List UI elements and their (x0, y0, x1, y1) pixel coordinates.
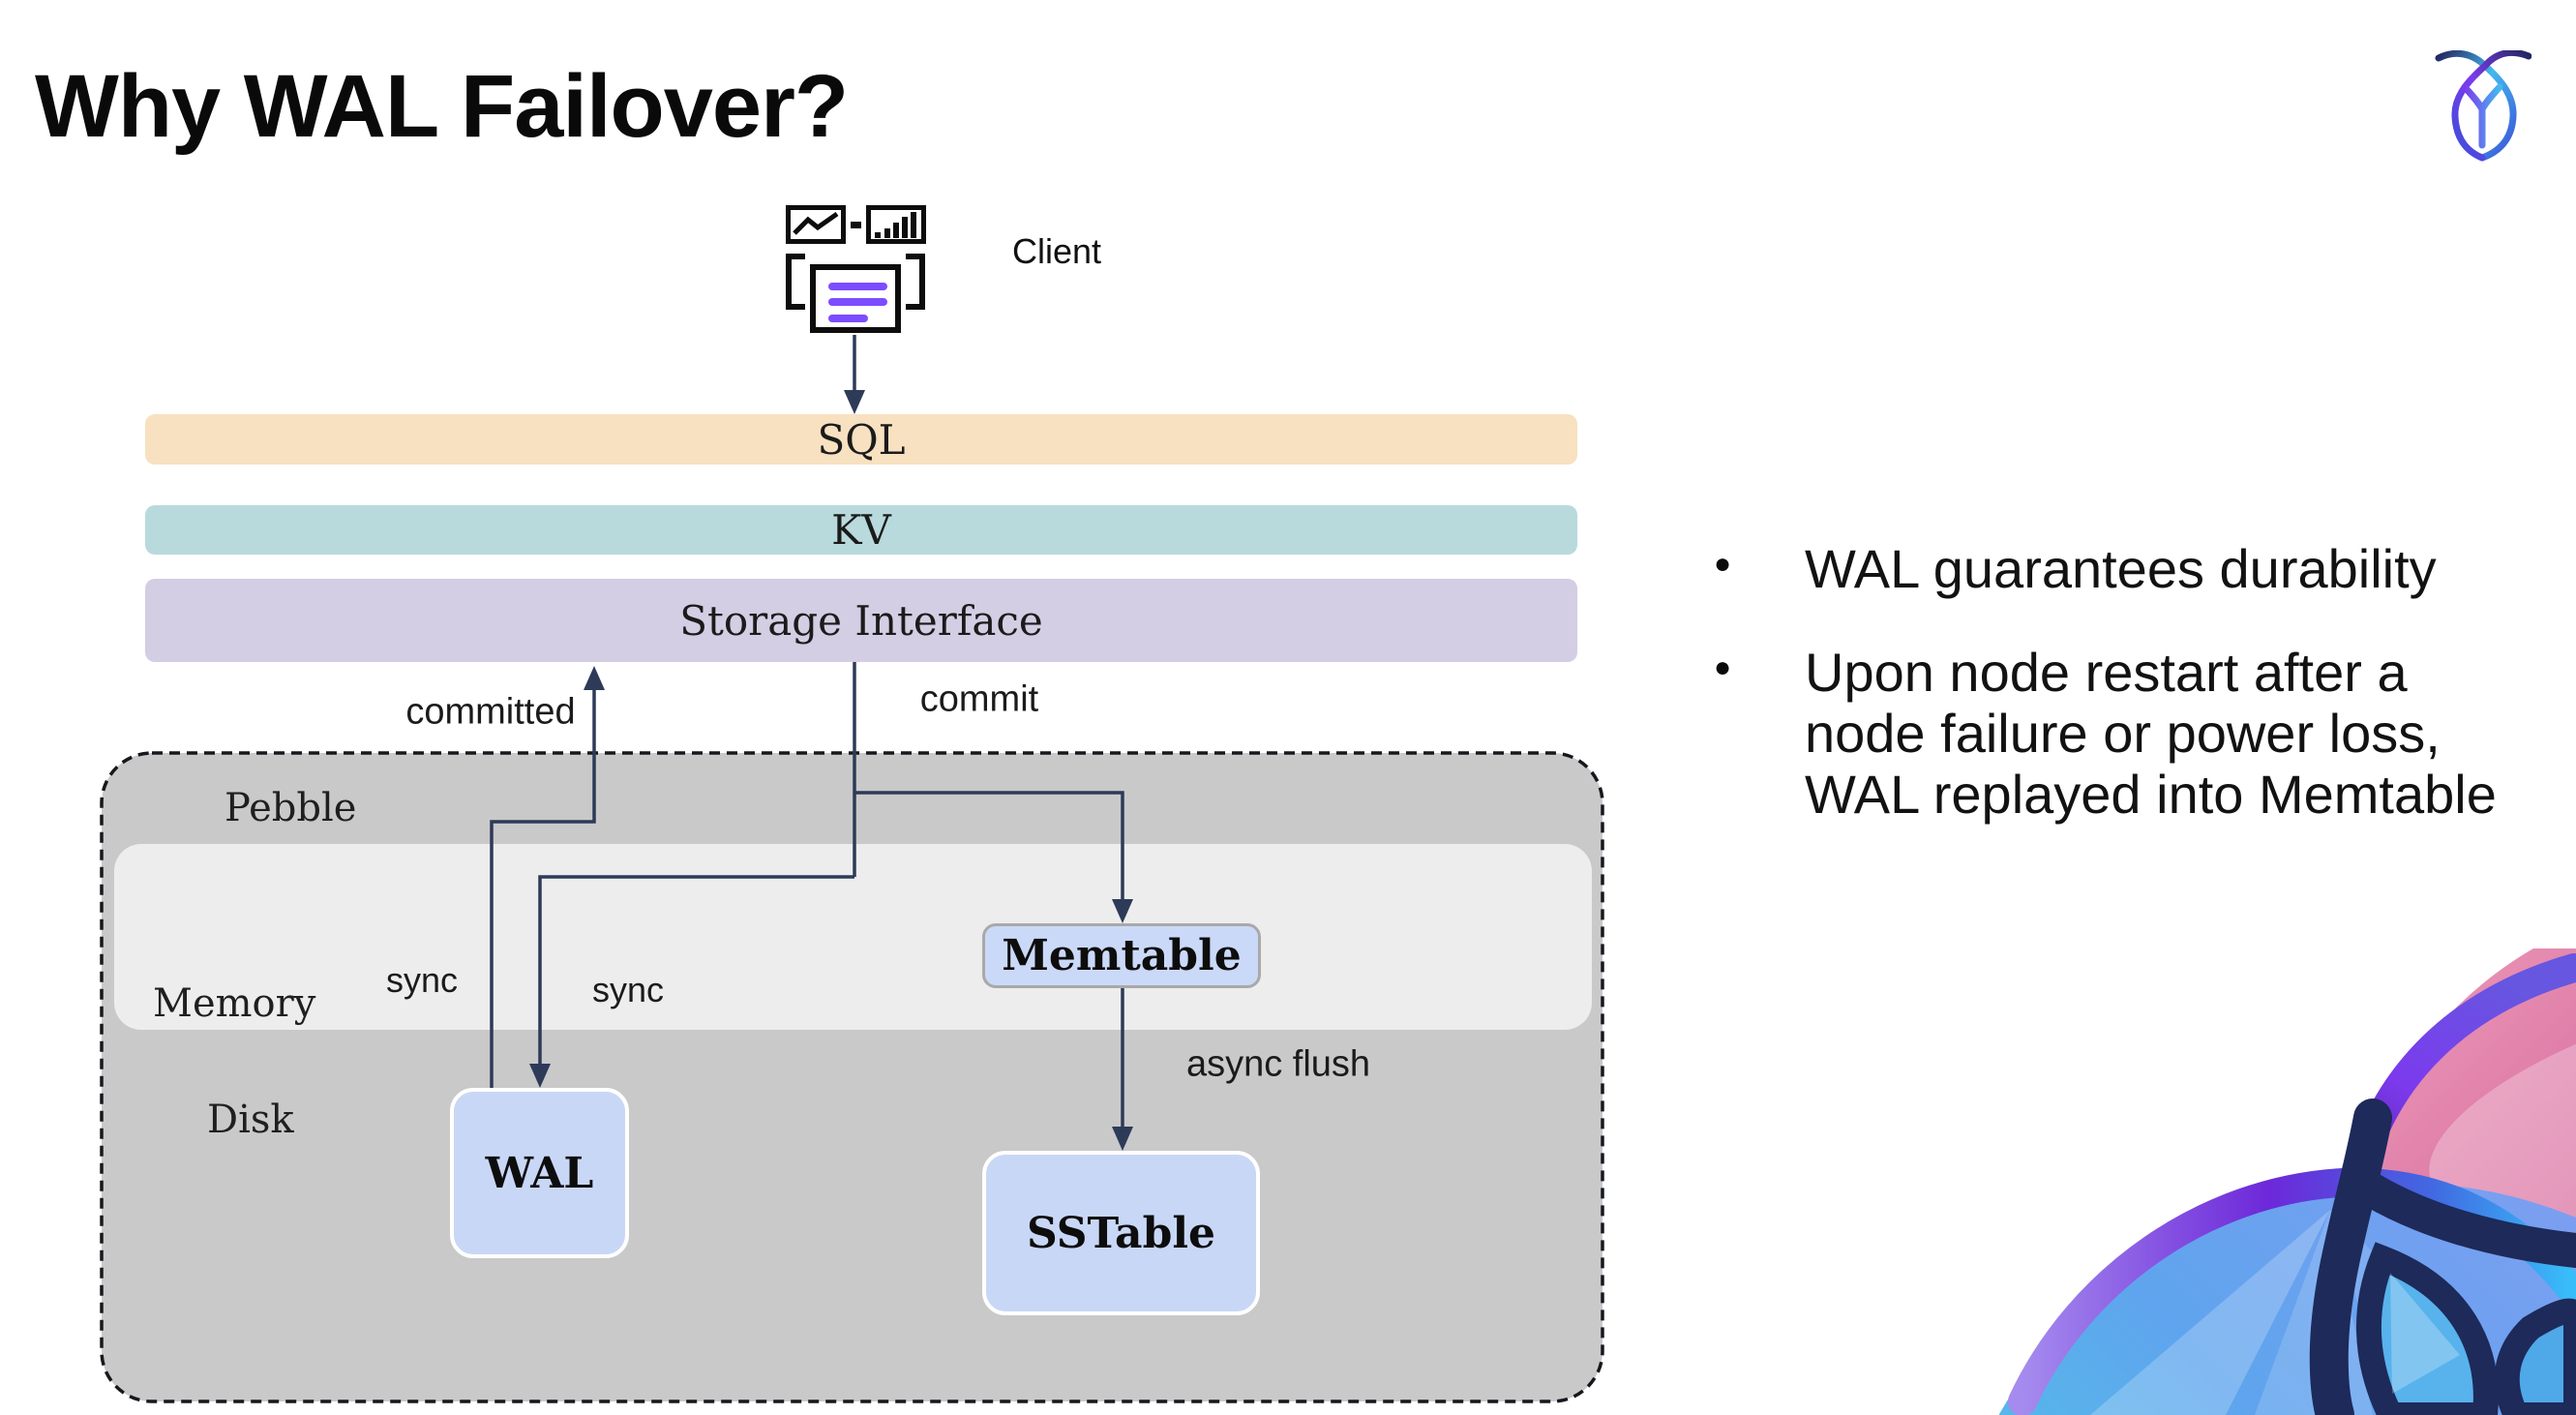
page-title: Why WAL Failover? (35, 57, 849, 156)
cockroachdb-logo-icon (2435, 50, 2531, 162)
client-label: Client (1011, 231, 1102, 271)
layer-kv: KV (145, 505, 1577, 555)
list-item: ● Upon node restart after a node failure… (1714, 642, 2546, 825)
dash-icon (851, 222, 861, 228)
disk-label: Disk (207, 1098, 294, 1142)
bullet-text: Upon node restart after a node failure o… (1805, 642, 2497, 825)
sstable-node: SSTable (982, 1151, 1260, 1315)
memory-label: Memory (153, 981, 316, 1026)
sync-label-left: sync (385, 960, 459, 1000)
bullet-dot-icon: ● (1714, 651, 1732, 683)
sync-label-right: sync (591, 970, 665, 1009)
list-item: ● WAL guarantees durability (1714, 538, 2546, 599)
wal-node: WAL (450, 1088, 629, 1258)
memtable-node: Memtable (982, 923, 1261, 988)
bullet-dot-icon: ● (1714, 548, 1732, 580)
line-chart-icon (786, 205, 846, 244)
bullet-list: ● WAL guarantees durability ● Upon node … (1714, 538, 2546, 867)
bracket-left-icon (786, 254, 805, 310)
bar-chart-icon (866, 205, 926, 244)
bracket-right-icon (906, 254, 925, 310)
async-flush-label: async flush (1185, 1043, 1371, 1085)
layer-sql: SQL (145, 414, 1577, 465)
document-icon (810, 264, 901, 333)
memory-region (114, 844, 1592, 1030)
layer-storage-interface: Storage Interface (145, 579, 1577, 662)
committed-label: committed (405, 691, 576, 733)
brand-illustration (1999, 948, 2576, 1415)
bullet-text: WAL guarantees durability (1805, 538, 2437, 599)
commit-label: commit (919, 678, 1039, 720)
pebble-label: Pebble (225, 786, 357, 830)
client-icon (780, 199, 931, 341)
